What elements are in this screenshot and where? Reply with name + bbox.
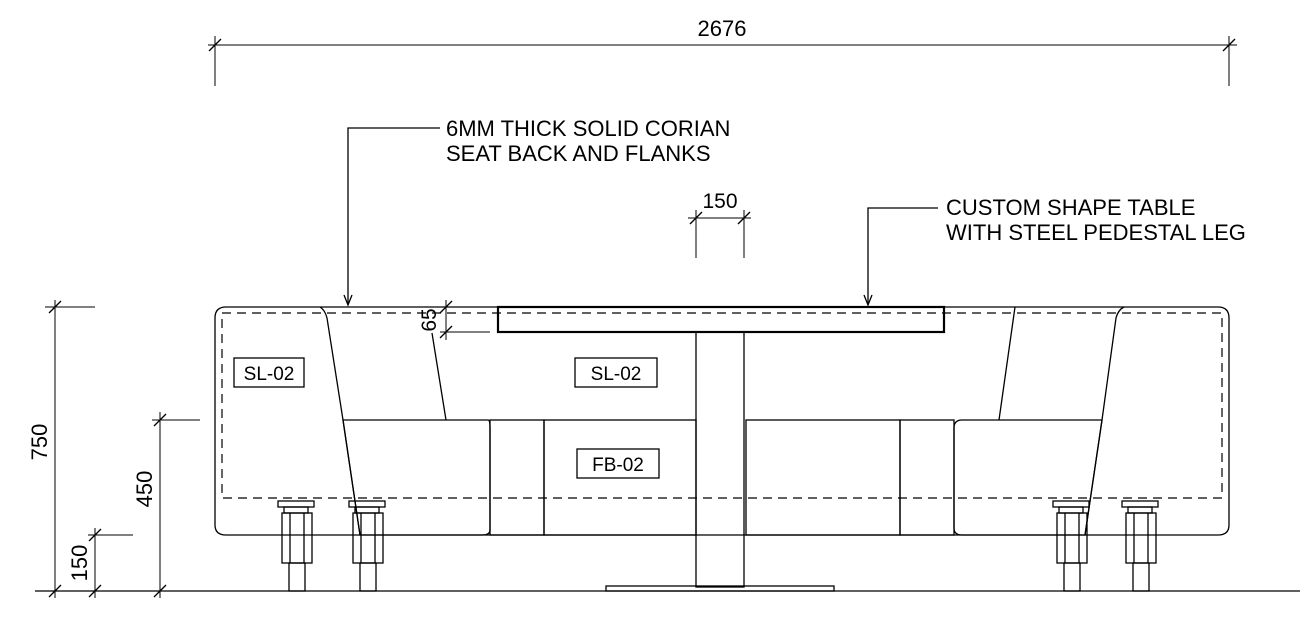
seat-height-label: 450 (132, 471, 157, 508)
seat-back-note: 6MM THICK SOLID CORIAN SEAT BACK AND FLA… (343, 116, 730, 307)
seat-height-dimension: 450 (132, 412, 200, 598)
overall-width-label: 2676 (698, 16, 747, 41)
plinth-height-dimension: 150 (67, 528, 133, 598)
svg-text:FB-02: FB-02 (592, 455, 644, 476)
sofa-body (214, 306, 1230, 536)
leg-width-label: 150 (702, 190, 737, 213)
table (496, 305, 946, 592)
pedestal-leg (695, 331, 745, 588)
castor-2 (348, 500, 386, 592)
tag-center-back: SL-02 (574, 357, 658, 388)
castor-1 (277, 500, 315, 592)
seat-cushion-hatch (342, 419, 1103, 536)
tag-left-back: SL-02 (233, 357, 305, 388)
leg-width-dimension: 150 (688, 190, 751, 258)
overall-width-dimension: 2676 (208, 16, 1237, 86)
seat-back-note-line-1: 6MM THICK SOLID CORIAN (446, 116, 730, 141)
plinth-height-label: 150 (67, 545, 92, 582)
svg-text:SL-02: SL-02 (591, 364, 642, 385)
tag-seat: FB-02 (576, 448, 660, 479)
overall-height-label: 750 (27, 424, 52, 461)
castor-3 (1052, 500, 1090, 592)
table-top (496, 305, 946, 334)
table-thickness-label: 65 (418, 308, 441, 331)
table-note-line-1: CUSTOM SHAPE TABLE (946, 195, 1195, 220)
table-thickness-dimension: 65 (418, 300, 490, 340)
castors (277, 500, 1159, 592)
castor-4 (1121, 500, 1159, 592)
svg-text:SL-02: SL-02 (244, 364, 295, 385)
seat-back-note-line-2: SEAT BACK AND FLANKS (446, 141, 711, 166)
pedestal-base (605, 585, 835, 592)
table-note-line-2: WITH STEEL PEDESTAL LEG (946, 220, 1246, 245)
table-note: CUSTOM SHAPE TABLE WITH STEEL PEDESTAL L… (863, 195, 1246, 307)
